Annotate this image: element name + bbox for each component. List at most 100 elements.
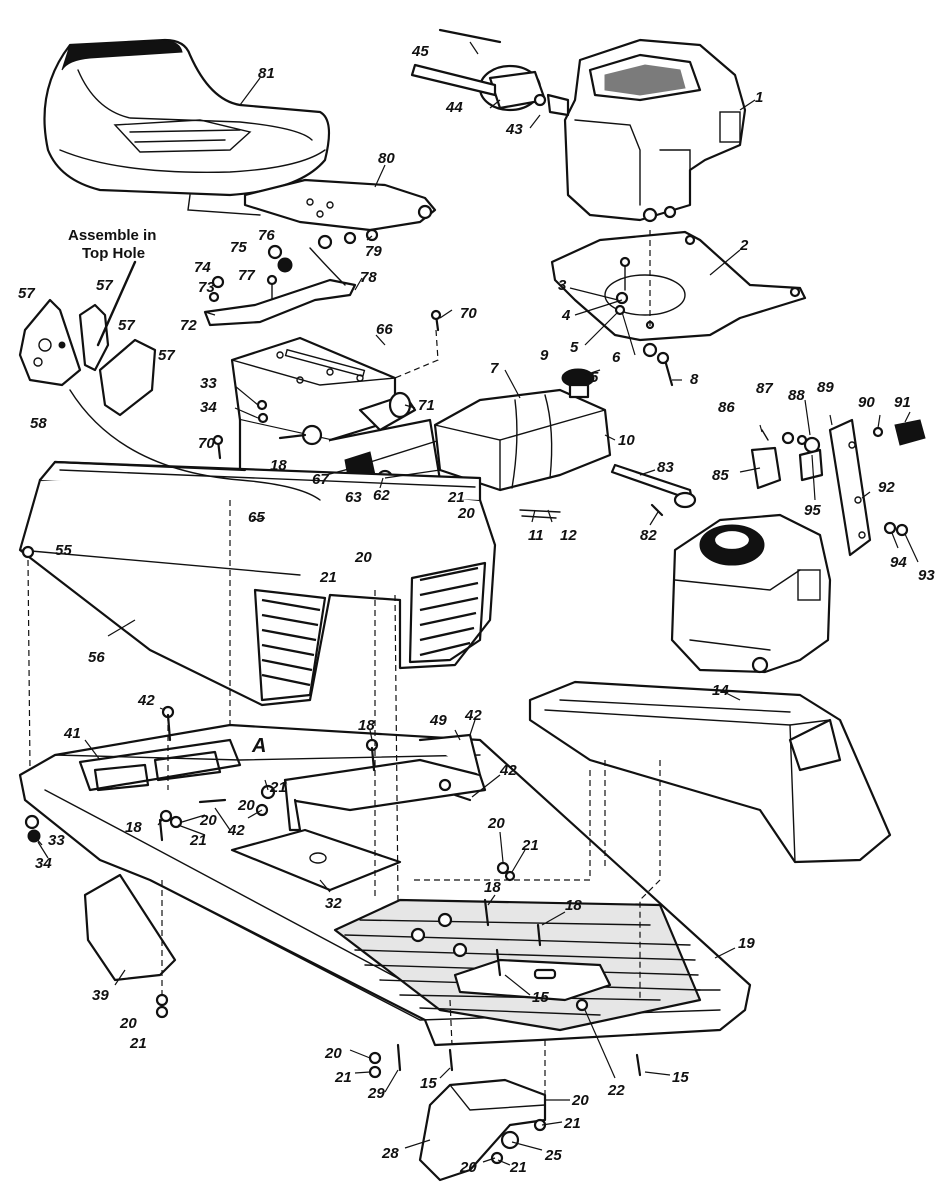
- callout-42a: 42: [137, 692, 155, 709]
- tower-hardware: [212, 309, 442, 460]
- callout-73: 73: [198, 279, 215, 296]
- callout-3: 3: [558, 277, 567, 294]
- callout-41: 41: [63, 725, 81, 742]
- callout-18e: 18: [565, 897, 582, 914]
- callout-94: 94: [890, 554, 907, 571]
- callout-5a: 5: [570, 339, 579, 356]
- engine-plate: [550, 230, 807, 342]
- seat-spring: [203, 278, 357, 327]
- callout-34b: 34: [35, 855, 52, 872]
- callout-79: 79: [365, 243, 382, 260]
- throttle-parts: [610, 418, 926, 557]
- callout-15c: 15: [672, 1069, 689, 1086]
- note-line-2: Top Hole: [82, 245, 145, 262]
- battery-tray: [528, 680, 892, 864]
- callout-21a: 21: [447, 489, 465, 506]
- callout-18a: 18: [270, 457, 287, 474]
- callout-66: 66: [376, 321, 393, 338]
- callout-1: 1: [755, 89, 763, 106]
- seat: [43, 38, 331, 216]
- callout-21e: 21: [521, 837, 539, 854]
- callout-33b: 33: [48, 832, 65, 849]
- callout-21h: 21: [563, 1115, 581, 1132]
- callout-45: 45: [411, 43, 429, 60]
- callout-4: 4: [561, 307, 571, 324]
- callout-18d: 18: [484, 879, 501, 896]
- callout-43: 43: [505, 121, 523, 138]
- seat-hardware: [208, 228, 379, 303]
- callout-62: 62: [373, 487, 390, 504]
- callout-21b: 21: [319, 569, 337, 586]
- callout-85: 85: [712, 467, 729, 484]
- callout-21f: 21: [129, 1035, 147, 1052]
- callout-42c: 42: [499, 762, 517, 779]
- fasteners: [24, 705, 642, 1079]
- mount-plate: [230, 828, 402, 892]
- callout-20a: 20: [457, 505, 475, 522]
- callout-78: 78: [360, 269, 377, 286]
- callout-74: 74: [194, 259, 211, 276]
- callout-44: 44: [445, 99, 463, 116]
- callout-20b: 20: [354, 549, 372, 566]
- callout-15a: 15: [532, 989, 549, 1006]
- callout-63: 63: [345, 489, 362, 506]
- frame: [18, 723, 752, 1047]
- callout-20i: 20: [459, 1159, 477, 1176]
- callout-93: 93: [918, 567, 935, 584]
- callout-21c: 21: [269, 779, 287, 796]
- assembly-note: Assemble in Top Hole: [68, 227, 156, 347]
- callout-20e: 20: [487, 815, 505, 832]
- callout-20f: 20: [119, 1015, 137, 1032]
- hood: [18, 460, 497, 707]
- callout-77: 77: [238, 267, 255, 284]
- callout-49: 49: [429, 712, 447, 729]
- callout-70a: 70: [460, 305, 477, 322]
- callout-22: 22: [607, 1082, 625, 1099]
- callout-32: 32: [325, 895, 342, 912]
- callout-9: 9: [540, 347, 549, 364]
- callout-57d: 57: [158, 347, 175, 364]
- hood-grill-right: [408, 561, 487, 664]
- callout-25: 25: [544, 1147, 562, 1164]
- callout-83: 83: [657, 459, 674, 476]
- muffler: [410, 28, 570, 117]
- callout-29: 29: [367, 1085, 385, 1102]
- callout-92: 92: [878, 479, 895, 496]
- callout-8: 8: [690, 371, 699, 388]
- rear-bracket: [418, 1078, 547, 1182]
- leader-lines: [35, 41, 919, 1166]
- callout-15b: 15: [420, 1075, 437, 1092]
- engine-lower: [670, 513, 832, 674]
- callout-81: 81: [258, 65, 275, 82]
- callout-86: 86: [718, 399, 735, 416]
- assembly-lines: [27, 230, 661, 1095]
- callout-57c: 57: [118, 317, 135, 334]
- callout-80: 80: [378, 150, 395, 167]
- front-shield: [83, 873, 177, 982]
- callout-10: 10: [618, 432, 635, 449]
- note-line-1: Assemble in: [68, 227, 156, 244]
- callout-18b: 18: [358, 717, 375, 734]
- callout-71: 71: [418, 397, 435, 414]
- callout-89: 89: [817, 379, 834, 396]
- callout-28: 28: [381, 1145, 399, 1162]
- callout-5b: 5: [590, 369, 599, 386]
- callout-90: 90: [858, 394, 875, 411]
- callout-labels: 81 80 45 44 43 1 2 3 4 5 5 6 8 7 9 10 76…: [18, 43, 935, 1176]
- callout-19: 19: [738, 935, 755, 952]
- callout-14: 14: [712, 682, 729, 699]
- callout-18c: 18: [125, 819, 142, 836]
- callout-55: 55: [55, 542, 72, 559]
- callout-75: 75: [230, 239, 247, 256]
- side-brackets: [18, 298, 157, 417]
- callout-88: 88: [788, 387, 805, 404]
- callout-11: 11: [528, 527, 544, 544]
- callout-20d: 20: [199, 812, 217, 829]
- seat-bracket: [243, 178, 437, 232]
- callout-91: 91: [894, 394, 911, 411]
- callout-39: 39: [92, 987, 109, 1004]
- callout-7: 7: [490, 360, 499, 377]
- callout-20g: 20: [324, 1045, 342, 1062]
- callout-42b: 42: [464, 707, 482, 724]
